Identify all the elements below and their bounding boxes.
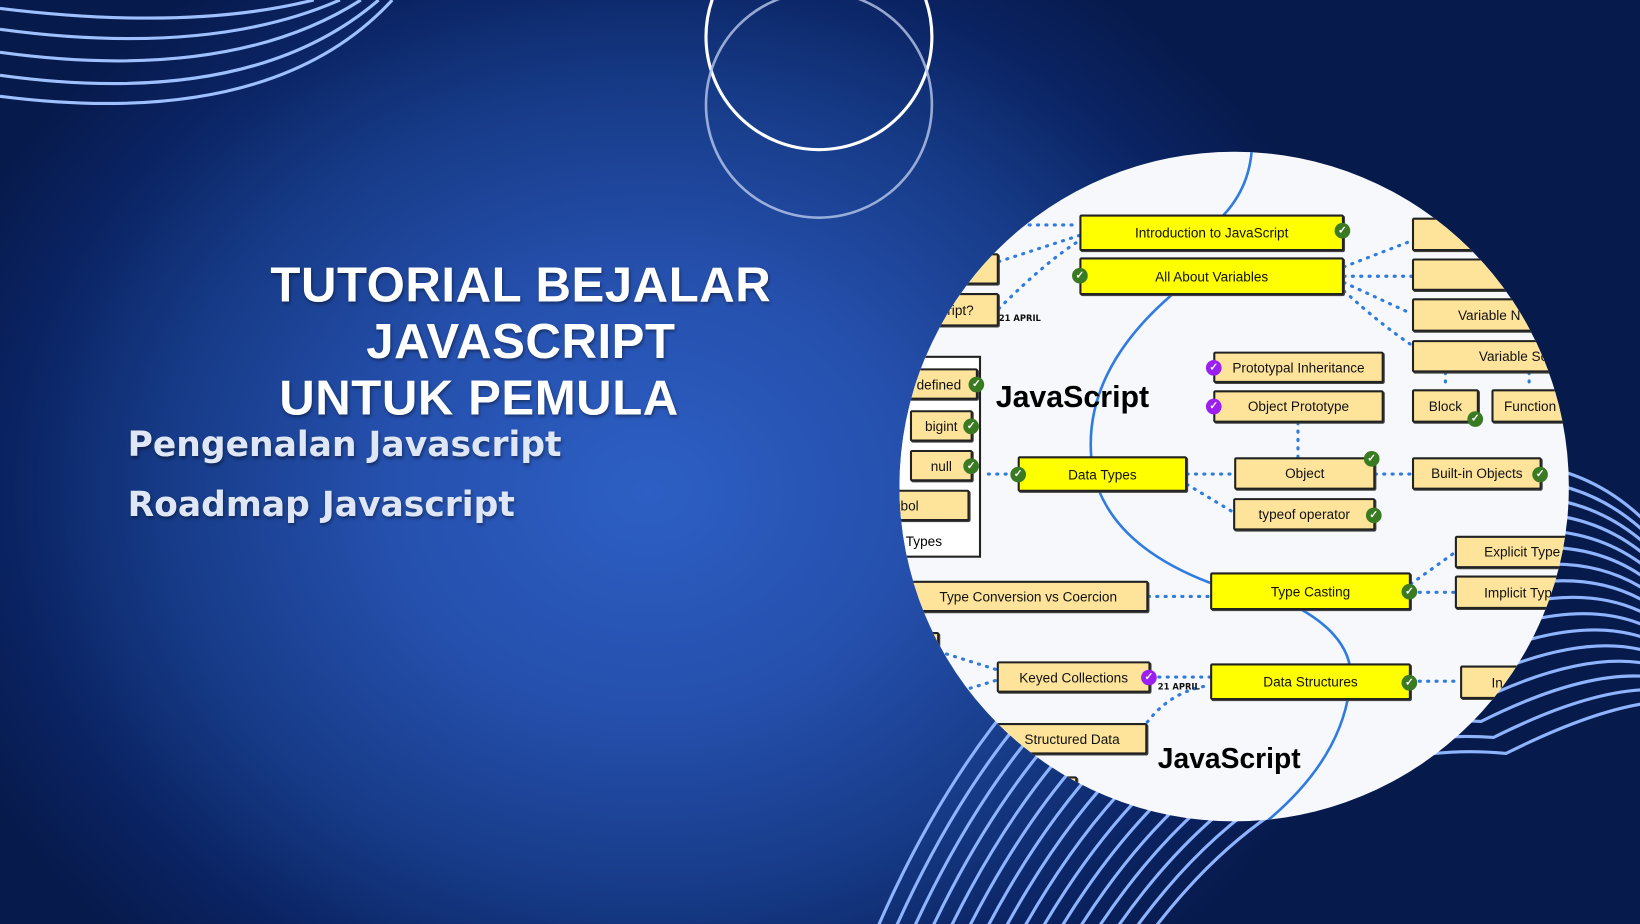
node-label: null (930, 457, 952, 474)
node-label: Object Prototype (1247, 398, 1350, 415)
check-done-icon: ✓ (963, 458, 979, 475)
check-done-icon: ✓ (1334, 222, 1351, 239)
node-label: All About Variables (1155, 268, 1269, 285)
node-block[interactable]: Block✓ (1411, 389, 1484, 427)
node-variables[interactable]: All About Variables ✓ (1072, 257, 1344, 296)
date-label: 21 APRIL (998, 313, 1041, 324)
node-intro[interactable]: Introduction to JavaScript ✓ (1079, 214, 1351, 252)
node-implicit[interactable]: Implicit Typ (1454, 575, 1569, 610)
node-type-conversion[interactable]: Type Conversion vs Coercion (901, 580, 1149, 613)
roadmap-heading: JavaScript (995, 380, 1150, 415)
subtitle-intro: Pengenalan Javascript (127, 423, 562, 465)
node-partial[interactable] (1040, 776, 1078, 808)
node-label: Data Structures (1263, 673, 1358, 690)
check-done-icon: ✓ (1365, 507, 1382, 524)
node-indexed[interactable]: In (1460, 665, 1565, 699)
node-bigint[interactable]: bigint ✓ (909, 410, 979, 442)
node-partial[interactable] (941, 253, 999, 285)
check-done-icon: ✓ (1401, 674, 1418, 691)
page-title: TUTORIAL BEJALAR JAVASCRIPT UNTUK PEMULA (113, 256, 929, 426)
node-label: Built-in Objects (1431, 465, 1523, 482)
check-done-icon: ✓ (1467, 411, 1484, 427)
check-done-icon: ✓ (1010, 466, 1027, 483)
top-left-arcs (0, 0, 394, 105)
node-type-casting[interactable]: Type Casting ✓ (1210, 572, 1418, 611)
subtitle-roadmap: Roadmap Javascript (127, 483, 515, 525)
roadmap-heading-bottom: JavaScript (1157, 742, 1301, 775)
node-label: defined (916, 376, 962, 392)
title-line-1: TUTORIAL BEJALAR JAVASCRIPT (270, 256, 772, 369)
node-object[interactable]: Object ✓ (1234, 450, 1380, 490)
node-data-types[interactable]: Data Types ✓ (1010, 456, 1188, 492)
check-done-icon: ✓ (1072, 267, 1088, 284)
node-symbol[interactable]: bol (899, 489, 970, 522)
node-partial[interactable] (1411, 258, 1538, 291)
node-label: Data Types (1068, 466, 1137, 482)
node-label: Prototypal Inheritance (1232, 359, 1365, 376)
wave-line (1155, 702, 1640, 924)
node-label: typeof operator (1258, 506, 1350, 523)
date-label: 21 APRIL (1157, 682, 1200, 692)
node-partial[interactable] (920, 632, 940, 664)
node-structured-data[interactable]: Structured Data (996, 723, 1148, 755)
check-in-progress-icon: ✓ (1141, 669, 1157, 686)
top-circles (704, 0, 934, 219)
node-null[interactable]: null ✓ (909, 449, 979, 482)
node-undefined[interactable]: defined ✓ (899, 368, 985, 400)
check-done-icon: ✓ (963, 418, 979, 435)
node-prototypal-inheritance[interactable]: Prototypal Inheritance ✓ (1205, 351, 1384, 383)
check-in-progress-icon: ✓ (1205, 359, 1222, 376)
node-variable-naming[interactable]: Variable N (1411, 298, 1569, 332)
node-label: Block (1428, 398, 1463, 414)
node-data-structures[interactable]: Data Structures ✓ (1210, 663, 1418, 701)
check-done-icon: ✓ (1532, 466, 1548, 483)
node-function[interactable]: Function (1491, 389, 1569, 423)
check-done-icon: ✓ (1363, 450, 1380, 467)
node-what-is-javascript[interactable]: ript? (909, 292, 999, 327)
node-variable-scopes[interactable]: Variable Sc (1411, 340, 1569, 373)
node-label: Object (1285, 465, 1325, 482)
node-label: Type Casting (1270, 583, 1351, 600)
roadmap-image: ript? 21 APRIL Introduction to JavaScrip… (899, 151, 1569, 822)
types-group-label: Types (905, 533, 943, 550)
title-line-2: UNTUK PEMULA (279, 369, 679, 425)
node-label: bigint (925, 418, 958, 434)
node-label: Keyed Collections (1019, 669, 1129, 685)
node-explicit[interactable]: Explicit Type (1454, 535, 1569, 569)
node-label: Introduction to JavaScript (1134, 224, 1289, 241)
node-typeof[interactable]: typeof operator ✓ (1233, 498, 1382, 531)
node-object-prototype[interactable]: Object Prototype ✓ (1205, 390, 1384, 423)
node-builtin-objects[interactable]: Built-in Objects ✓ (1411, 457, 1548, 490)
node-keyed-collections[interactable]: Keyed Collections ✓ (996, 661, 1157, 693)
check-done-icon: ✓ (1401, 583, 1418, 600)
check-in-progress-icon: ✓ (1205, 398, 1222, 415)
check-done-icon: ✓ (968, 376, 985, 393)
node-partial[interactable] (1411, 217, 1538, 252)
